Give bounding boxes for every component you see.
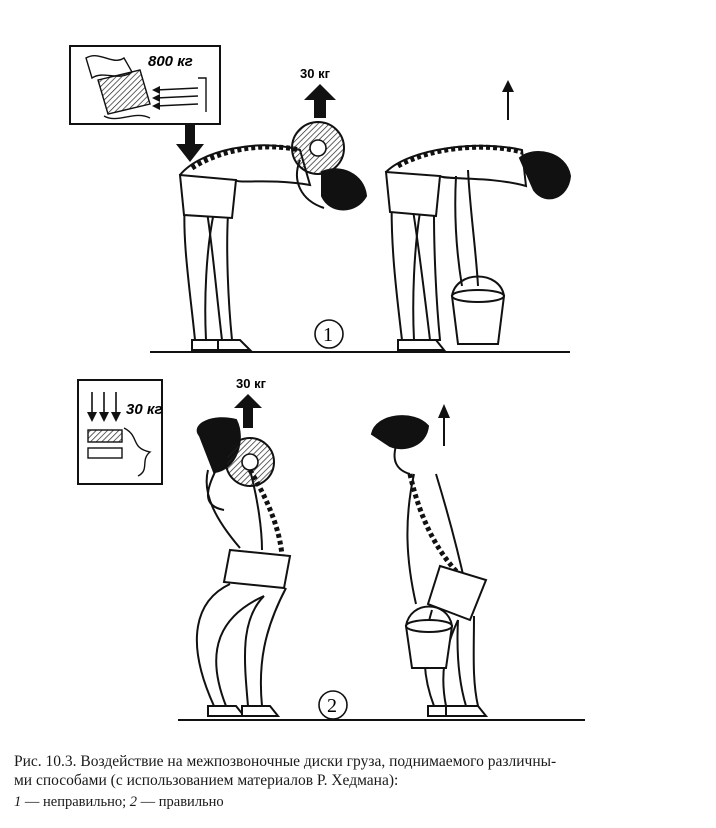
weight-label-1: 30 кг bbox=[300, 66, 331, 81]
caption-line-2: ми способами (с использованием материало… bbox=[14, 772, 399, 789]
inset-box-2: 30 кг bbox=[77, 379, 163, 485]
panel-number-1: 1 bbox=[314, 319, 344, 349]
legend-number-2: 2 bbox=[129, 794, 138, 810]
weight-label-2: 30 кг bbox=[236, 376, 267, 391]
barbell-plate-1 bbox=[291, 121, 345, 175]
inset-label-1: 800 кг bbox=[148, 53, 193, 70]
caption-line-1: Рис. 10.3. Воздействие на межпозвоночные… bbox=[14, 753, 557, 770]
down-arrow-icon bbox=[176, 124, 204, 162]
figure-caption: Рис. 10.3. Воздействие на межпозвоночные… bbox=[14, 752, 704, 812]
up-arrow-icon-2 bbox=[234, 394, 262, 428]
legend-text-1: — неправильно; bbox=[21, 794, 130, 810]
figure-incorrect-bucket bbox=[384, 144, 572, 351]
inset-label-2: 30 кг bbox=[126, 401, 162, 418]
panel-number-2: 2 bbox=[318, 690, 348, 720]
caption-legend: 1 — неправильно; 2 — правильно bbox=[14, 793, 704, 812]
bucket-1 bbox=[450, 275, 506, 345]
figure-correct-bucket bbox=[370, 415, 489, 717]
barbell-plate-2 bbox=[225, 437, 275, 487]
panel-1: 800 кг 30 кг bbox=[69, 45, 572, 353]
inset-box-1: 800 кг bbox=[69, 45, 221, 125]
up-arrow-icon-1 bbox=[304, 84, 336, 118]
illustration: 800 кг 30 кг bbox=[69, 45, 585, 721]
figure-incorrect-barbell bbox=[178, 144, 368, 351]
thin-up-arrow-icon-2 bbox=[438, 404, 450, 446]
panel-number-2-label: 2 bbox=[327, 695, 337, 717]
panel-number-1-label: 1 bbox=[323, 324, 333, 346]
legend-text-2: — правильно bbox=[137, 794, 224, 810]
legend-number-1: 1 bbox=[14, 794, 22, 810]
thin-up-arrow-icon-1 bbox=[502, 80, 514, 120]
bucket-2 bbox=[404, 605, 454, 669]
panel-2: 30 кг 30 кг bbox=[77, 376, 585, 721]
